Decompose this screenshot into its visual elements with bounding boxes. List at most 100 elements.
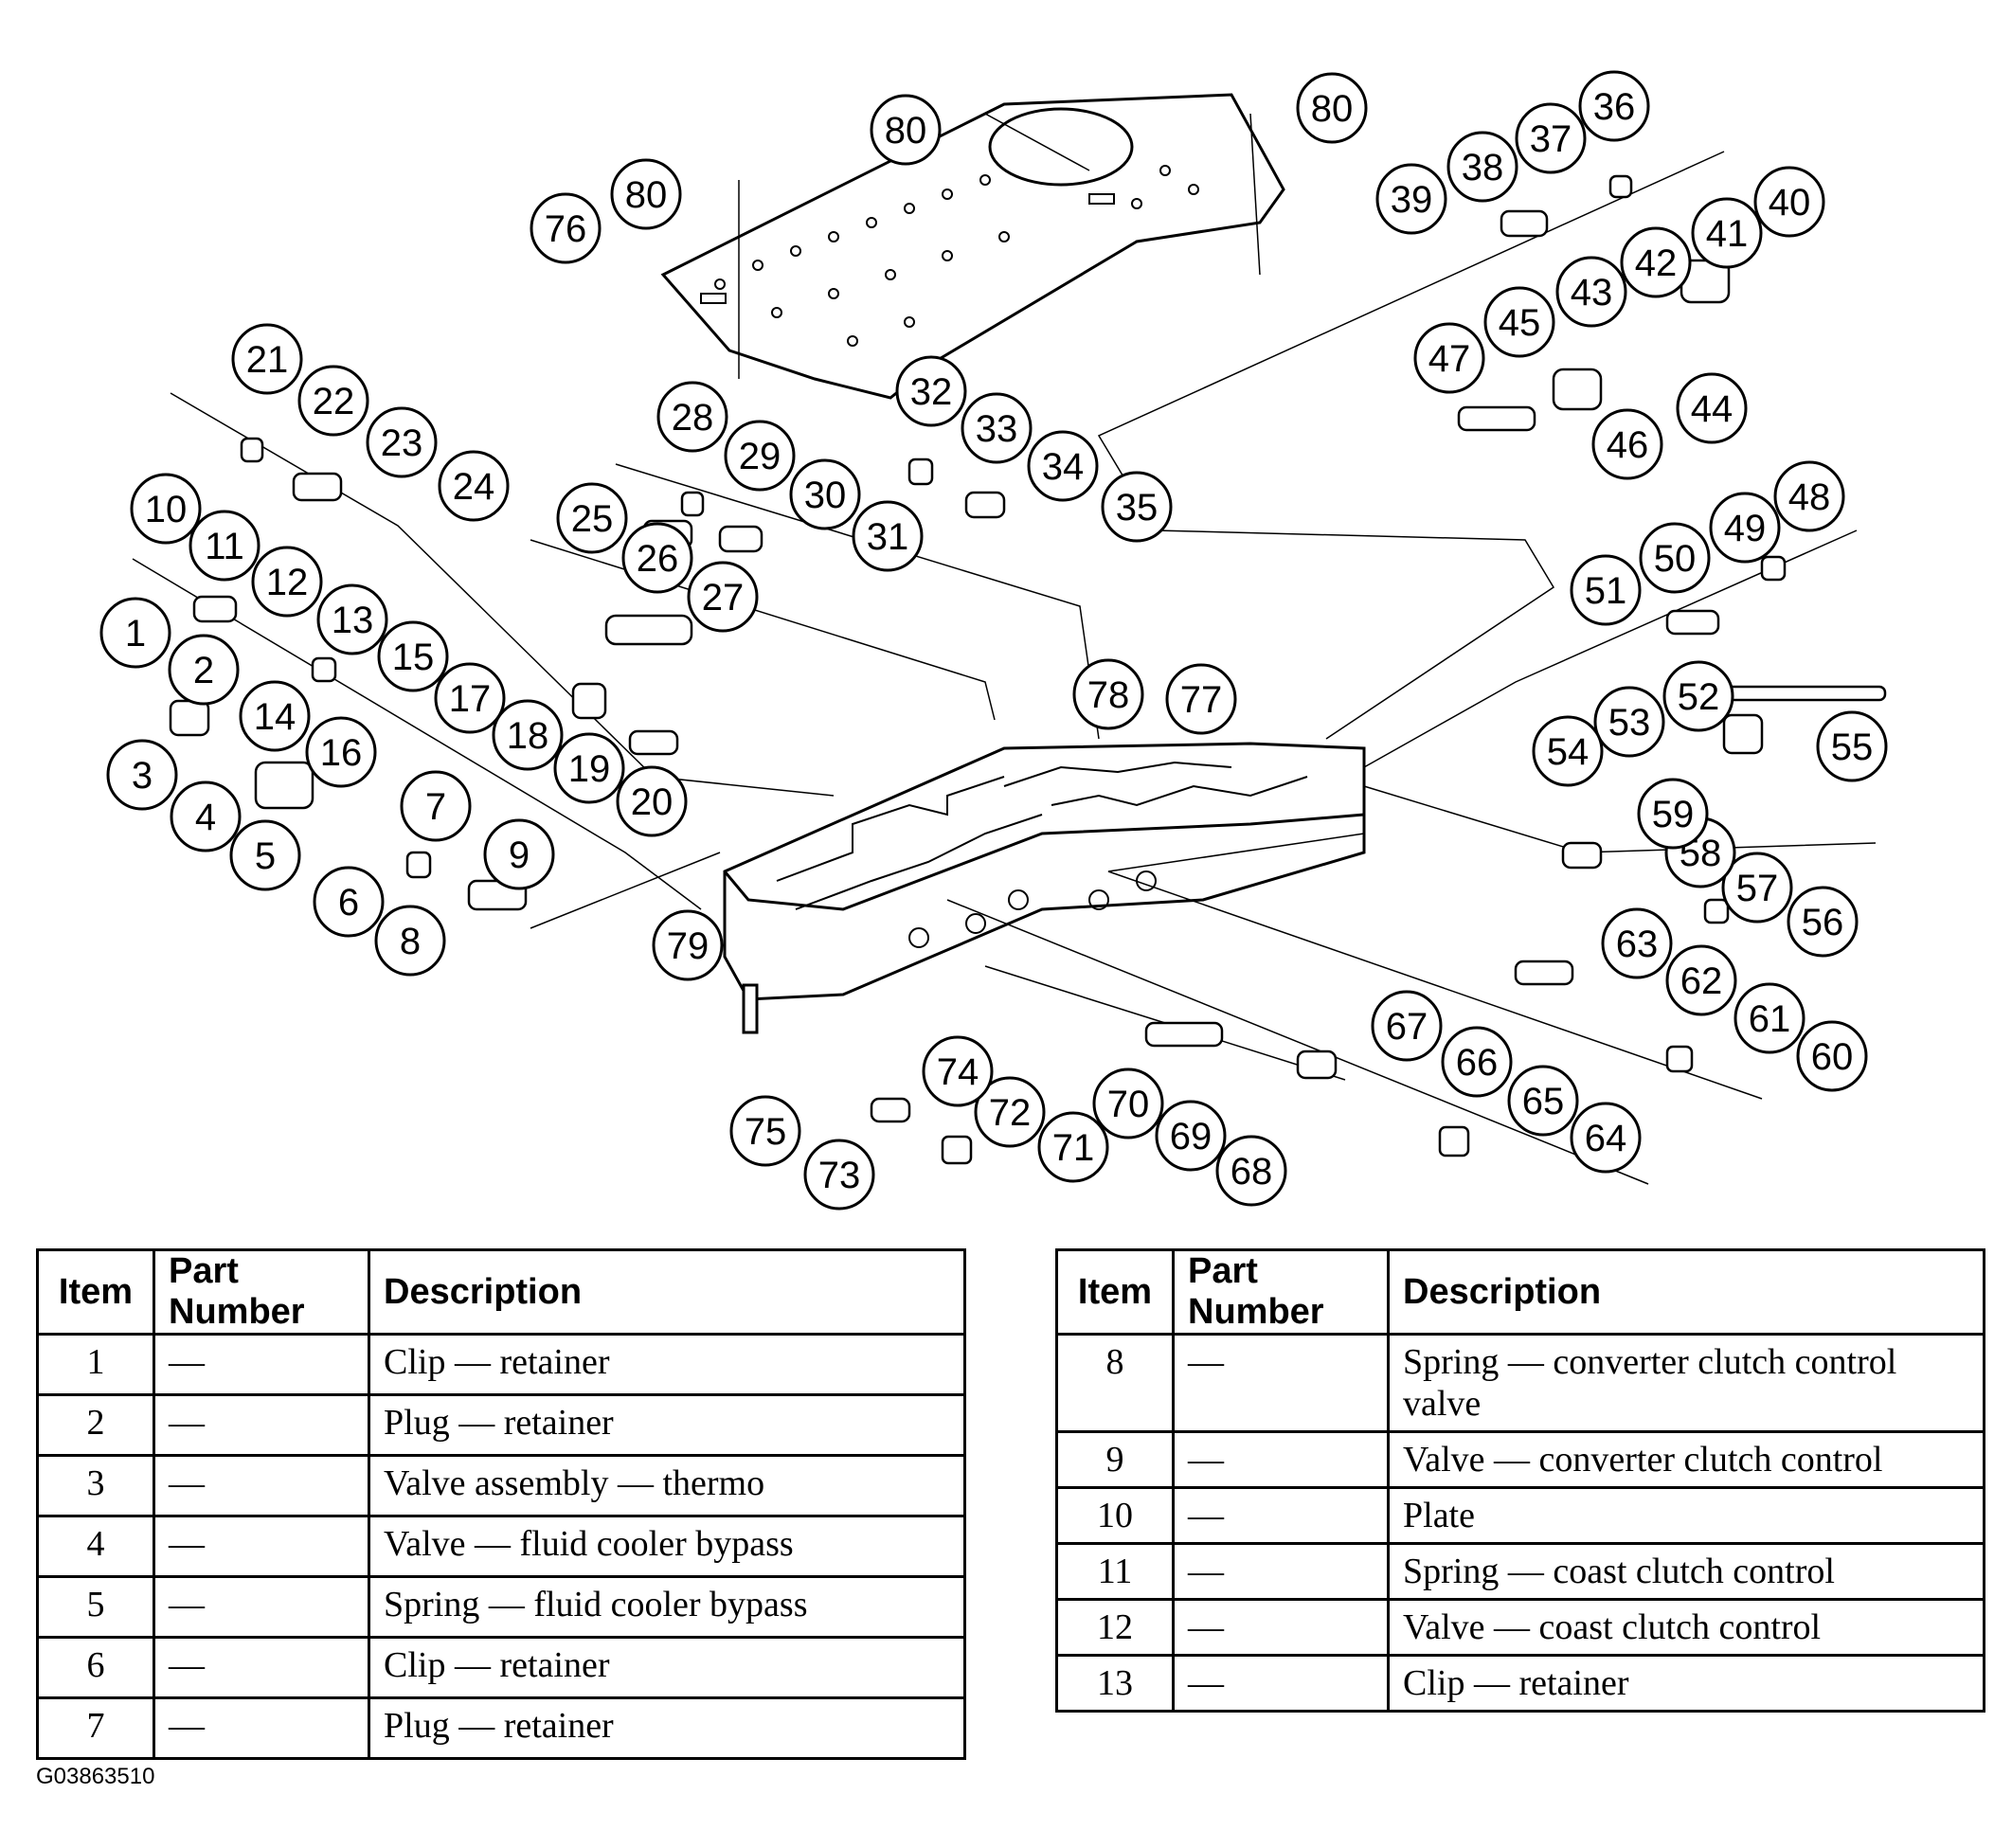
callout-label: 41 [1706,213,1749,255]
callout-25: 25 [556,482,628,554]
callout-label: 53 [1608,702,1651,744]
cell-item: 11 [1055,1542,1175,1601]
cell-item: 12 [1055,1598,1175,1657]
callout-14: 14 [239,680,311,752]
callout-circle [895,355,967,427]
callout-circle [1413,322,1485,394]
cell-description: Valve — fluid cooler bypass [368,1515,966,1578]
callout-circle [374,905,446,977]
callout-49: 49 [1709,492,1781,564]
cell-item: 7 [36,1696,155,1760]
callout-75: 75 [729,1095,801,1167]
header-description: Description [368,1248,966,1336]
callout-56: 56 [1787,886,1859,958]
callout-66: 66 [1441,1026,1513,1098]
callout-label: 12 [266,562,309,603]
callout-circle [1165,663,1237,735]
cell-item: 3 [36,1454,155,1517]
table-header-row: Item Part Number Description [36,1248,966,1336]
callout-label: 57 [1736,868,1779,909]
callout-17: 17 [434,662,506,734]
callout-label: 69 [1170,1116,1213,1157]
cell-part-number: — [1172,1542,1390,1601]
callout-label: 27 [702,577,745,619]
callout-label: 40 [1769,182,1811,224]
callout-21: 21 [231,323,303,395]
callout-label: 80 [625,174,668,216]
callout-circle [789,458,861,530]
callout-48: 48 [1773,460,1845,532]
callout-label: 2 [193,650,214,691]
callout-circle [229,819,301,891]
callout-circle [961,392,1033,464]
callout-76: 76 [530,192,602,264]
callout-circle [1816,710,1888,782]
header-description: Description [1387,1248,1985,1336]
callout-label: 54 [1547,731,1590,773]
callout-label: 42 [1635,242,1678,284]
cell-description: Clip — retainer [1387,1654,1985,1713]
callout-circle [724,420,796,492]
callout-label: 65 [1522,1081,1565,1122]
cell-description: Plug — retainer [368,1393,966,1457]
cell-description: Spring — converter clutch control valve [1387,1333,1985,1433]
cell-description: Spring — fluid cooler bypass [368,1575,966,1639]
callout-circle [1027,430,1099,502]
callout-label: 7 [425,786,446,828]
callout-label: 72 [989,1092,1032,1134]
callout-72: 72 [974,1076,1046,1148]
callout-circle [687,561,759,633]
callout-6: 6 [313,866,385,938]
callout-40: 40 [1753,166,1825,238]
callout-67: 67 [1371,990,1443,1062]
callout-38: 38 [1446,131,1518,203]
callout-16: 16 [305,716,377,788]
callout-12: 12 [251,546,323,618]
cell-description: Valve — converter clutch control [1387,1430,1985,1489]
callout-circle [106,739,178,811]
callout-label: 39 [1391,179,1433,221]
callout-31: 31 [852,500,924,572]
callout-circle [313,866,385,938]
callout-10: 10 [130,473,202,545]
callout-circle [1593,686,1665,758]
callout-47: 47 [1413,322,1485,394]
callout-label: 73 [818,1155,861,1196]
callout-35: 35 [1101,471,1173,543]
header-item: Item [36,1248,155,1336]
callout-circle [305,716,377,788]
callout-circle [1555,256,1627,328]
callout-label: 49 [1724,508,1767,549]
callout-label: 28 [672,397,714,439]
callout-73: 73 [803,1139,875,1211]
callout-label: 9 [509,834,530,876]
callout-27: 27 [687,561,759,633]
callout-circle [1101,471,1173,543]
cell-description: Plug — retainer [368,1696,966,1760]
cell-item: 10 [1055,1486,1175,1545]
callout-26: 26 [621,522,693,594]
callout-circle [130,473,202,545]
cell-description: Valve assembly — thermo [368,1454,966,1517]
callout-circle [483,818,555,890]
callout-label: 38 [1462,147,1504,188]
callout-label: 44 [1691,388,1734,430]
callout-label: 70 [1107,1084,1150,1125]
cell-item: 13 [1055,1654,1175,1713]
callout-63: 63 [1601,907,1673,979]
cell-part-number: — [153,1636,370,1699]
cell-part-number: — [1172,1333,1390,1433]
callout-label: 6 [338,882,359,924]
callout-41: 41 [1691,197,1763,269]
callout-64: 64 [1570,1102,1642,1174]
callout-5: 5 [229,819,301,891]
callout-circle [1773,460,1845,532]
cell-item: 1 [36,1333,155,1396]
cell-description: Clip — retainer [368,1333,966,1396]
table-row: 4—Valve — fluid cooler bypass [36,1515,966,1578]
callout-circle [1515,102,1587,174]
callout-9: 9 [483,818,555,890]
callout-circle [1591,408,1663,480]
callout-80: 80 [610,158,682,230]
table-row: 9—Valve — converter clutch control [1055,1430,1985,1489]
